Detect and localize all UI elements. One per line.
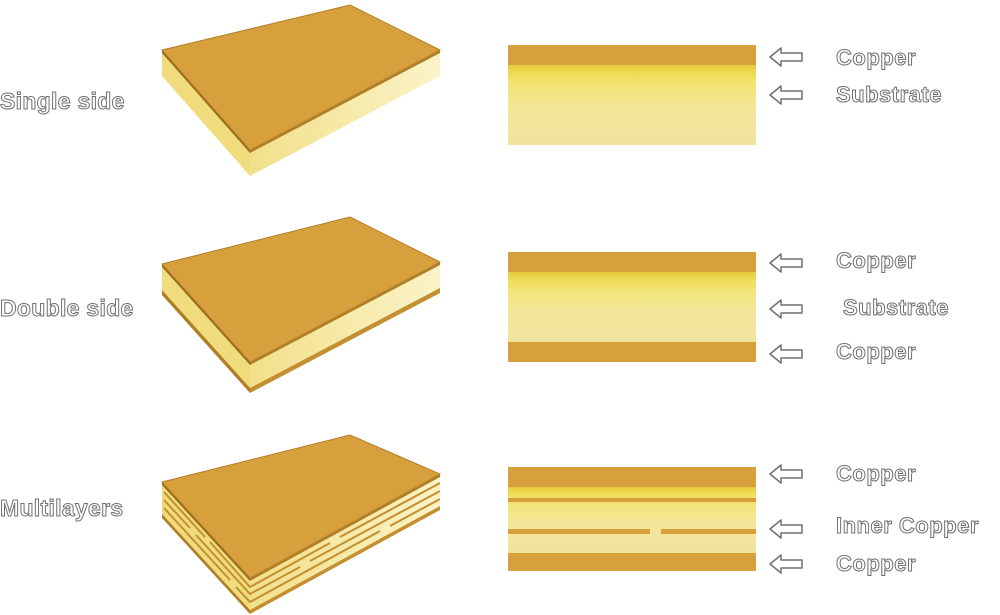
copper-layer-bottom	[508, 342, 756, 362]
cross-section-single-side	[508, 45, 756, 145]
layer-label-substrate: Substrate	[836, 82, 942, 108]
row-label-double-side: Double side	[0, 295, 134, 322]
copper-layer-top	[508, 467, 756, 487]
layer-label-copper: Copper	[836, 461, 917, 487]
copper-layer-bottom	[508, 553, 756, 571]
layer-label-copper: Copper	[836, 339, 917, 365]
inner-copper-line-right	[661, 529, 756, 534]
inner-copper-line-top	[508, 498, 756, 502]
substrate-layer	[508, 487, 756, 553]
board-3d-single-side	[161, 4, 442, 176]
layer-label-copper: Copper	[836, 45, 917, 71]
arrow-left-icon	[769, 464, 803, 484]
arrow-left-icon	[769, 253, 803, 273]
board-3d-multilayers	[161, 434, 442, 614]
substrate-layer	[508, 65, 756, 145]
copper-layer-top	[508, 45, 756, 65]
cross-section-double-side	[508, 252, 756, 362]
row-label-single-side: Single side	[0, 88, 125, 115]
cross-section-multilayers	[508, 467, 756, 571]
arrow-left-icon	[769, 47, 803, 67]
arrow-left-icon	[769, 85, 803, 105]
layer-label-copper: Copper	[836, 551, 917, 577]
layer-label-inner-copper: Inner Copper	[836, 513, 979, 539]
layer-label-substrate: Substrate	[843, 295, 949, 321]
arrow-left-icon	[769, 519, 803, 539]
arrow-left-icon	[769, 344, 803, 364]
layer-label-copper: Copper	[836, 248, 917, 274]
arrow-left-icon	[769, 554, 803, 574]
board-3d-double-side	[161, 216, 442, 393]
copper-layer-top	[508, 252, 756, 272]
row-label-multilayers: Multilayers	[0, 495, 124, 522]
inner-copper-line-left	[508, 529, 650, 534]
substrate-layer	[508, 272, 756, 342]
arrow-left-icon	[769, 299, 803, 319]
